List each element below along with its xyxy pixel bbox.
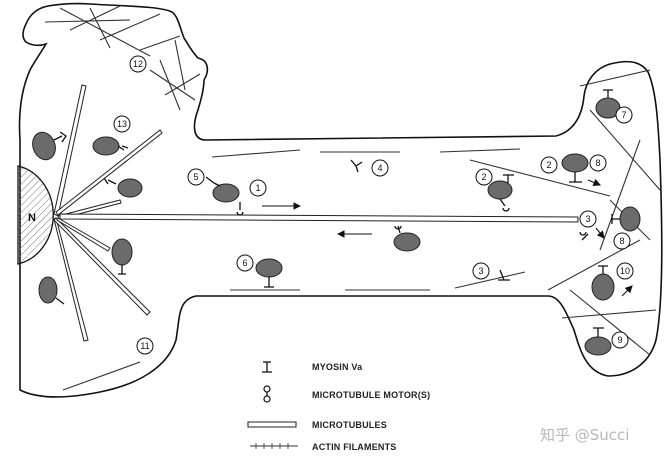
marker-8a: 8 [589, 154, 607, 172]
legend-myosin-label: MYOSIN Va [312, 362, 363, 372]
svg-text:7: 7 [621, 110, 626, 120]
marker-2: 2 [475, 168, 493, 186]
svg-text:1: 1 [255, 183, 260, 193]
nucleus [17, 165, 54, 265]
actin-filaments [44, 5, 661, 391]
marker-8b: 8 [613, 232, 631, 250]
svg-text:6: 6 [242, 258, 247, 268]
svg-text:5: 5 [193, 172, 198, 182]
axial-microtubule [59, 213, 579, 223]
svg-text:3: 3 [585, 214, 590, 224]
svg-text:13: 13 [117, 119, 127, 129]
svg-text:12: 12 [133, 59, 143, 69]
marker-12: 12 [129, 55, 147, 73]
legend: MYOSIN Va MICROTUBULE MOTOR(S) MICROTUBU… [247, 361, 430, 452]
svg-text:4: 4 [377, 163, 382, 173]
svg-text:9: 9 [617, 335, 622, 345]
legend-mt-motor-label: MICROTUBULE MOTOR(S) [312, 390, 430, 400]
marker-7: 7 [615, 106, 633, 124]
motor-attachments [53, 89, 620, 337]
transport-arrows [262, 178, 633, 297]
marker-11: 11 [136, 337, 154, 355]
legend-myosin-icon [262, 361, 272, 373]
marker-3: 3 [472, 262, 490, 280]
svg-text:11: 11 [140, 341, 149, 351]
marker-4: 4 [371, 159, 389, 177]
legend-actin-icon [250, 443, 298, 449]
marker-13: 13 [113, 115, 131, 133]
legend-mt-motor-icon [263, 385, 271, 403]
svg-text:2: 2 [481, 172, 486, 182]
legend-microtubules-label: MICROTUBULES [312, 420, 387, 430]
cargo-vesicles [32, 97, 641, 356]
marker-6: 6 [236, 254, 254, 272]
marker-2b: 2 [540, 156, 558, 174]
watermark: 知乎 @Succi [540, 426, 629, 444]
svg-text:10: 10 [620, 266, 630, 276]
legend-microtubule-icon [247, 421, 297, 428]
svg-text:2: 2 [546, 160, 551, 170]
marker-10: 10 [616, 262, 634, 280]
marker-3b: 3 [579, 210, 597, 228]
marker-5: 5 [187, 168, 205, 186]
svg-text:8: 8 [619, 236, 624, 246]
marker-9: 9 [611, 331, 629, 349]
marker-1: 1 [249, 179, 267, 197]
step-markers: 1 2 3 4 5 6 7 8 8 10 9 11 12 13 2 3 [113, 55, 634, 355]
nucleus-label: N [28, 212, 36, 224]
cell-outline [18, 2, 663, 398]
legend-actin-label: ACTIN FILAMENTS [312, 442, 397, 452]
svg-text:8: 8 [595, 158, 600, 168]
radial-microtubules [53, 84, 163, 342]
svg-text:3: 3 [478, 266, 483, 276]
